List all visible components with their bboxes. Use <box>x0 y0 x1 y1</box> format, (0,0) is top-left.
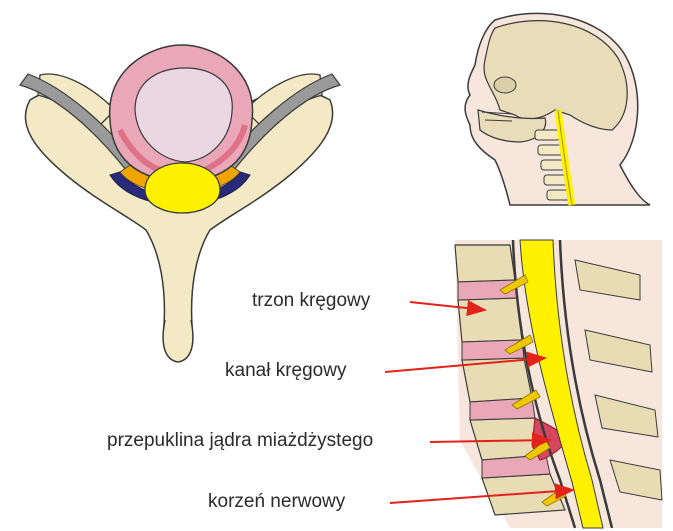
label-nerve-root: korzeń nerwowy <box>208 491 345 513</box>
head-neck-illustration <box>465 13 650 205</box>
spinal-cord-cross-section <box>145 163 220 213</box>
label-vertebral-body: trzon kręgowy <box>252 290 370 312</box>
eye-socket <box>494 77 516 93</box>
spine-sagittal-section <box>455 240 662 528</box>
vertebra-cross-section <box>20 45 340 362</box>
spinous-process-tip <box>163 320 193 362</box>
label-spinal-canal: kanał kręgowy <box>225 360 346 382</box>
label-disc-herniation: przepuklina jądra miażdżystego <box>107 430 373 452</box>
